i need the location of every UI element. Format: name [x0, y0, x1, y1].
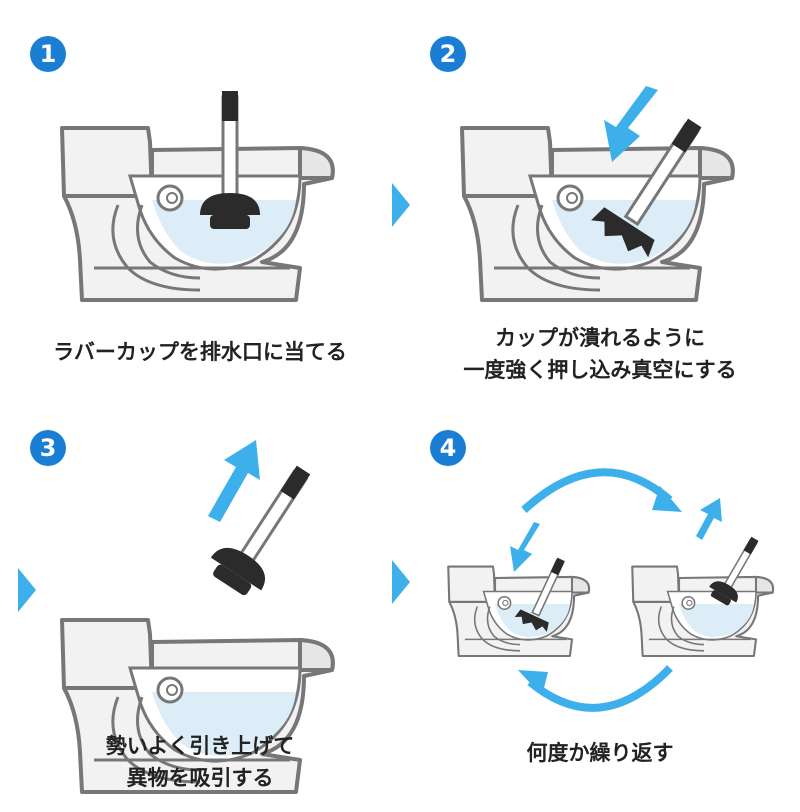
- caption-line: 異物を吸引する: [126, 766, 274, 790]
- next-step-arrow: [392, 183, 410, 227]
- pull-up-arrow: [696, 498, 722, 540]
- pull-up-arrow: [208, 440, 260, 522]
- cycle-arrow-top: [521, 468, 673, 513]
- step-caption: 何度か繰り返す: [400, 737, 800, 769]
- cycle-arrow-bottom: [527, 665, 673, 712]
- step-4-panel: 4 何度か繰り返す: [400, 400, 800, 800]
- step-number-badge: 4: [430, 430, 466, 466]
- caption-line: 勢いよく引き上げて: [105, 734, 295, 758]
- step-caption: カップが潰れるように 一度強く押し込み真空にする: [400, 322, 800, 386]
- step-caption: 勢いよく引き上げて 異物を吸引する: [0, 730, 400, 794]
- caption-line: カップが潰れるように: [495, 326, 705, 350]
- caption-line: ラバーカップを排水口に当てる: [53, 340, 347, 364]
- caption-line: 何度か繰り返す: [526, 741, 674, 765]
- push-down-arrow: [510, 522, 540, 572]
- step-3-panel: 3 勢いよく引き上げて 異物を吸引する: [0, 400, 400, 800]
- step-number-badge: 3: [30, 430, 66, 466]
- next-step-arrow: [392, 560, 410, 604]
- toilet-plunger-illustration: [460, 86, 735, 302]
- toilet-plunger-illustration: [447, 468, 775, 712]
- step-number-badge: 2: [430, 36, 466, 72]
- step-2-panel: 2 カップが潰れるように 一度強く押し込み真空にする: [400, 0, 800, 400]
- step-1-panel: 1 ラバーカップを排水口に当てる: [0, 0, 400, 400]
- caption-line: 一度強く押し込み真空にする: [463, 358, 737, 382]
- toilet-plunger-illustration: [60, 89, 335, 302]
- step-number-badge: 1: [30, 36, 66, 72]
- prev-panel-arrow: [18, 568, 36, 612]
- push-down-arrow: [604, 86, 658, 162]
- step-caption: ラバーカップを排水口に当てる: [0, 336, 400, 368]
